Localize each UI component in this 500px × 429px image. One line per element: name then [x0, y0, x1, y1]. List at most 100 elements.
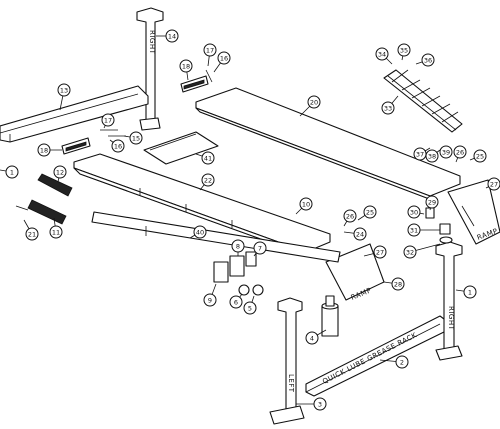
callout-c13: 13 [57, 83, 71, 111]
callout-number: 40 [196, 229, 204, 237]
callout-number: 34 [378, 51, 386, 59]
post-right-rear-text: RIGHT [148, 30, 156, 55]
callout-circle [111, 139, 125, 153]
callout-number: 1 [10, 169, 14, 177]
callout-circle [37, 143, 51, 157]
callout-number: 27 [490, 181, 498, 189]
callout-number: 13 [60, 87, 68, 95]
callout-circle [313, 397, 327, 411]
bracket-18-top [180, 75, 209, 93]
callout-number: 36 [424, 57, 432, 65]
callout-c33: 33 [381, 95, 399, 115]
callout-c9: 9 [203, 283, 217, 307]
callout-number: 26 [346, 213, 354, 221]
callout-circle [253, 241, 267, 255]
callout-c34: 34 [375, 47, 393, 65]
callout-c24: 24 [343, 227, 367, 241]
callout-number: 6 [234, 299, 238, 307]
pin-17-left [100, 129, 126, 137]
callout-number: 38 [428, 153, 436, 161]
callout-c29: 29 [425, 195, 439, 211]
callout-number: 35 [400, 47, 408, 55]
callout-c25: 25 [357, 205, 377, 221]
callout-c36: 36 [415, 53, 435, 67]
callout-circle [397, 43, 411, 57]
callout-circle [403, 245, 417, 259]
callout-number: 29 [428, 199, 436, 207]
post-left-front: LEFT [269, 297, 305, 425]
callout-c16b: 16 [213, 51, 231, 73]
callout-circle [49, 225, 63, 239]
callout-number: 9 [208, 297, 212, 305]
callout-c5: 5 [243, 295, 257, 315]
callout-circle [129, 131, 143, 145]
callout-number: 37 [416, 151, 424, 159]
bracket-18-left [61, 137, 91, 155]
callout-circle [25, 227, 39, 241]
callout-number: 11 [52, 229, 60, 237]
callout-circle [201, 173, 215, 187]
callout-number: 17 [104, 117, 112, 125]
callout-number: 41 [204, 155, 212, 163]
callout-c20: 20 [299, 95, 321, 117]
callout-c2: 2 [379, 355, 409, 369]
callout-c35: 35 [397, 43, 411, 61]
callout-circle [425, 149, 439, 163]
spring-11 [27, 199, 67, 225]
callout-c18b: 18 [179, 59, 193, 81]
callout-c41: 41 [195, 151, 215, 165]
callout-c17b: 17 [203, 43, 217, 67]
callout-circle [425, 195, 439, 209]
callout-c32: 32 [403, 243, 441, 259]
callout-number: 8 [236, 243, 240, 251]
callout-c39: 39 [439, 145, 453, 159]
callout-number: 15 [132, 135, 140, 143]
callout-number: 33 [384, 105, 392, 113]
callout-circle [487, 177, 500, 191]
runway-right [195, 87, 461, 201]
callout-c1: 1 [0, 165, 19, 179]
callout-number: 30 [410, 209, 418, 217]
callout-circle [57, 83, 71, 97]
spring-12 [37, 173, 73, 197]
callout-circle [203, 293, 217, 307]
callout-circle [381, 101, 395, 115]
callout-number: 24 [356, 231, 364, 239]
callout-circle [439, 145, 453, 159]
callout-number: 16 [114, 143, 122, 151]
callout-c38: 38 [425, 149, 441, 163]
post-left-front-text: LEFT [287, 374, 295, 393]
callout-circle [375, 47, 389, 61]
callout-number: 7 [258, 245, 262, 253]
callout-circle [453, 145, 467, 159]
callout-c40: 40 [189, 225, 207, 239]
callout-c21: 21 [23, 219, 39, 241]
callout-c27: 27 [363, 245, 387, 259]
callout-number: 22 [204, 177, 212, 185]
callout-circle [353, 227, 367, 241]
callout-c30: 30 [407, 205, 425, 219]
callout-c3: 3 [296, 397, 327, 411]
callout-c16: 16 [109, 139, 125, 153]
callout-circle [5, 165, 19, 179]
callout-c10: 10 [295, 197, 313, 215]
callout-c22: 22 [199, 173, 215, 191]
callout-number: 1 [468, 289, 472, 297]
callout-number: 20 [310, 99, 318, 107]
roller-assembly [425, 207, 453, 244]
callout-c15: 15 [123, 131, 143, 145]
runway-left [73, 153, 331, 257]
callout-number: 27 [376, 249, 384, 257]
pin-17-top [205, 69, 213, 83]
callout-number: 3 [318, 401, 322, 409]
callout-circle [165, 29, 179, 43]
callout-number: 28 [394, 281, 402, 289]
bolt-21 [15, 205, 29, 211]
callout-c31: 31 [407, 223, 440, 237]
callout-circle [217, 51, 231, 65]
ramp-ladder [383, 69, 463, 133]
callout-circle [307, 95, 321, 109]
callout-number: 26 [456, 149, 464, 157]
callout-number: 12 [56, 169, 64, 177]
callout-c25b: 25 [469, 149, 487, 163]
